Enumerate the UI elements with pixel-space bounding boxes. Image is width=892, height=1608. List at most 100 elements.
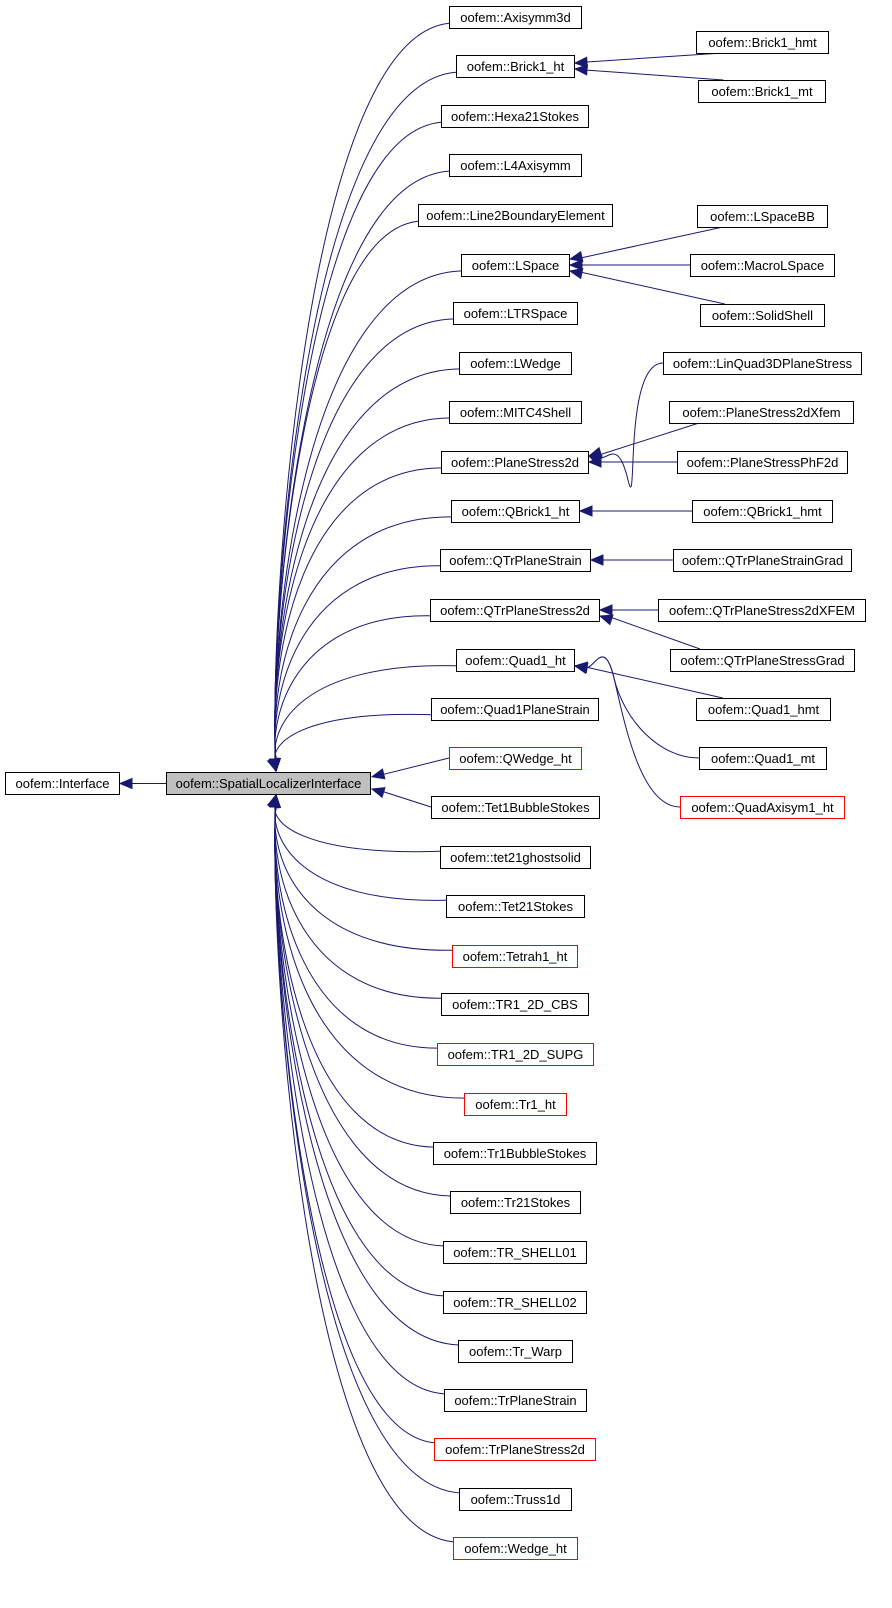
class-node-planestressphf2d[interactable]: oofem::PlaneStressPhF2d <box>677 451 848 474</box>
class-node-trplanestrain[interactable]: oofem::TrPlaneStrain <box>444 1389 587 1412</box>
edge-arrowhead <box>587 446 603 458</box>
class-node-label: oofem::Brick1_ht <box>467 59 565 74</box>
class-node-tr1bubblestokes[interactable]: oofem::Tr1BubbleStokes <box>433 1142 597 1165</box>
class-node-tet1bubblestokes[interactable]: oofem::Tet1BubbleStokes <box>431 796 600 819</box>
class-node-label: oofem::Wedge_ht <box>464 1541 567 1556</box>
edge-line <box>274 713 440 764</box>
edge-line <box>274 802 462 1543</box>
class-node-label: oofem::Brick1_hmt <box>708 35 817 50</box>
class-node-label: oofem::TR1_2D_SUPG <box>448 1047 584 1062</box>
class-node-tr_warp[interactable]: oofem::Tr_Warp <box>458 1340 573 1363</box>
class-node-tr1_ht[interactable]: oofem::Tr1_ht <box>464 1093 567 1116</box>
edge-line <box>584 69 724 81</box>
class-node-box <box>658 599 866 622</box>
class-node-tr_shell02[interactable]: oofem::TR_SHELL02 <box>443 1291 587 1314</box>
class-node-label: oofem::Tr21Stokes <box>461 1195 571 1210</box>
class-node-label: oofem::tet21ghostsolid <box>450 850 581 865</box>
edge-arrowhead <box>370 768 386 780</box>
class-node-label: oofem::L4Axisymm <box>460 158 571 173</box>
edge-line <box>274 170 458 764</box>
edge-tr_shell02-to-sli <box>269 793 452 1297</box>
class-node-lspacebb[interactable]: oofem::LSpaceBB <box>697 205 828 228</box>
class-node-label: oofem::Tet21Stokes <box>458 899 573 914</box>
edge-line <box>377 757 450 777</box>
class-node-quad1_ht[interactable]: oofem::Quad1_ht <box>456 649 575 672</box>
class-node-box <box>443 1291 587 1314</box>
class-node-qtrplanestrain[interactable]: oofem::QTrPlaneStrain <box>440 549 591 572</box>
class-node-label: oofem::PlaneStress2d <box>451 455 579 470</box>
class-node-box <box>453 1537 578 1560</box>
edge-line <box>274 802 461 951</box>
class-node-trplanestress2d[interactable]: oofem::TrPlaneStress2d <box>434 1438 596 1461</box>
class-node-tet21ghostsolid[interactable]: oofem::tet21ghostsolid <box>440 846 591 869</box>
class-node-label: oofem::Tr1_ht <box>475 1097 556 1112</box>
class-node-box <box>452 945 578 968</box>
edge-planestressphf2d-to-planestress2d <box>587 456 677 468</box>
class-node-qtrplanestraingrad[interactable]: oofem::QTrPlaneStrainGrad <box>673 549 852 572</box>
class-node-tr21stokes[interactable]: oofem::Tr21Stokes <box>450 1191 581 1214</box>
class-node-tet21stokes[interactable]: oofem::Tet21Stokes <box>446 895 585 918</box>
class-node-tr1_2d_cbs[interactable]: oofem::TR1_2D_CBS <box>441 993 589 1016</box>
class-node-line2boundary[interactable]: oofem::Line2BoundaryElement <box>418 204 613 227</box>
class-node-qtrplanestress2dxfem[interactable]: oofem::QTrPlaneStress2dXFEM <box>658 599 866 622</box>
class-node-label: oofem::LWedge <box>470 356 561 371</box>
class-node-label: oofem::TrPlaneStrain <box>454 1393 576 1408</box>
class-node-label: oofem::Tr_Warp <box>469 1344 562 1359</box>
edge-arrowhead <box>587 456 602 468</box>
class-node-label: oofem::QTrPlaneStrainGrad <box>682 553 843 568</box>
class-node-interface[interactable]: oofem::Interface <box>5 772 120 795</box>
class-node-label: oofem::MITC4Shell <box>460 405 571 420</box>
class-node-solidshell[interactable]: oofem::SolidShell <box>700 304 825 327</box>
class-node-brick1_hmt[interactable]: oofem::Brick1_hmt <box>696 31 829 54</box>
class-node-lwedge[interactable]: oofem::LWedge <box>459 352 572 375</box>
class-node-brick1_mt[interactable]: oofem::Brick1_mt <box>698 80 826 103</box>
class-node-qtrplanestressgrad[interactable]: oofem::QTrPlaneStressGrad <box>670 649 855 672</box>
class-node-tetrah1_ht[interactable]: oofem::Tetrah1_ht <box>452 945 578 968</box>
class-node-box <box>697 205 828 228</box>
class-node-label: oofem::TrPlaneStress2d <box>445 1442 585 1457</box>
edge-brick1_hmt-to-brick1_ht <box>573 52 723 69</box>
class-node-box <box>669 401 854 424</box>
class-node-label: oofem::TR1_2D_CBS <box>452 997 578 1012</box>
class-node-tr_shell01[interactable]: oofem::TR_SHELL01 <box>443 1241 587 1264</box>
class-node-hexa21stokes[interactable]: oofem::Hexa21Stokes <box>441 105 589 128</box>
class-node-wedge_ht[interactable]: oofem::Wedge_ht <box>453 1537 578 1560</box>
class-node-l4axisymm[interactable]: oofem::L4Axisymm <box>449 154 582 177</box>
class-node-planestress2d[interactable]: oofem::PlaneStress2d <box>441 451 589 474</box>
class-node-box <box>5 772 120 795</box>
class-node-quad1planestrain[interactable]: oofem::Quad1PlaneStrain <box>431 698 599 721</box>
class-node-quad1_mt[interactable]: oofem::Quad1_mt <box>699 747 827 770</box>
class-node-ltrspace[interactable]: oofem::LTRSpace <box>453 302 578 325</box>
class-node-lspace[interactable]: oofem::LSpace <box>461 254 570 277</box>
class-node-qbrick1_ht[interactable]: oofem::QBrick1_ht <box>451 500 580 523</box>
class-node-axisymm3d[interactable]: oofem::Axisymm3d <box>449 6 582 29</box>
class-node-planestress2dxfem[interactable]: oofem::PlaneStress2dXfem <box>669 401 854 424</box>
class-node-tr1_2d_supg[interactable]: oofem::TR1_2D_SUPG <box>437 1043 594 1066</box>
class-node-label: oofem::LTRSpace <box>464 306 568 321</box>
class-node-box <box>464 1093 567 1116</box>
class-node-brick1_ht[interactable]: oofem::Brick1_ht <box>456 55 575 78</box>
class-node-box <box>449 6 582 29</box>
class-node-linquad3d[interactable]: oofem::LinQuad3DPlaneStress <box>663 352 862 375</box>
class-node-label: oofem::LSpace <box>472 258 559 273</box>
edge-line <box>609 616 701 650</box>
class-node-box <box>459 352 572 375</box>
class-node-box <box>166 772 371 795</box>
class-node-qtrplanestress2d[interactable]: oofem::QTrPlaneStress2d <box>430 599 600 622</box>
edge-arrowhead <box>568 250 584 263</box>
edge-line <box>274 220 427 764</box>
class-node-box <box>446 895 585 918</box>
class-node-macrolspace[interactable]: oofem::MacroLSpace <box>690 254 835 277</box>
class-node-truss1d[interactable]: oofem::Truss1d <box>459 1488 572 1511</box>
class-node-box <box>670 649 855 672</box>
class-node-qwedge_ht[interactable]: oofem::QWedge_ht <box>449 747 582 770</box>
edge-line <box>274 417 458 764</box>
edge-line <box>274 802 467 1346</box>
class-node-quadaxisym1_ht[interactable]: oofem::QuadAxisym1_ht <box>680 796 845 819</box>
edge-line <box>598 362 664 488</box>
class-node-quad1_hmt[interactable]: oofem::Quad1_hmt <box>696 698 831 721</box>
class-node-mitc4shell[interactable]: oofem::MITC4Shell <box>449 401 582 424</box>
class-node-label: oofem::PlaneStressPhF2d <box>687 455 839 470</box>
class-node-box <box>459 1488 572 1511</box>
class-node-qbrick1_hmt[interactable]: oofem::QBrick1_hmt <box>692 500 833 523</box>
